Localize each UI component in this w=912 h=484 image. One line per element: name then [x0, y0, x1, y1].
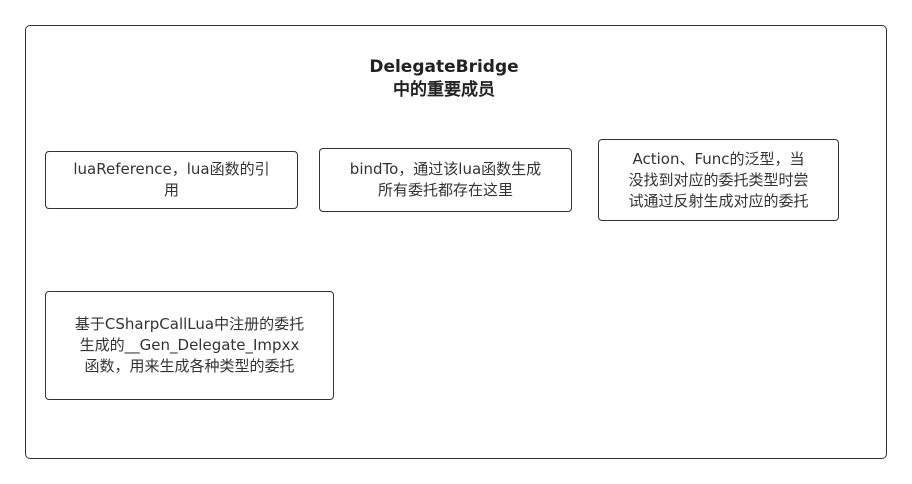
member-lua-reference: luaReference，lua函数的引 用 [45, 151, 298, 209]
container-title: DelegateBridge 中的重要成员 [369, 57, 519, 100]
member-generic-delegates: Action、Func的泛型，当 没找到对应的委托类型时尝 试通过反射生成对应的… [598, 139, 839, 221]
member-bind-to: bindTo，通过该lua函数生成 所有委托都存在这里 [319, 148, 572, 212]
member-gen-delegate-impl: 基于CSharpCallLua中注册的委托 生成的__Gen_Delegate_… [45, 291, 334, 400]
